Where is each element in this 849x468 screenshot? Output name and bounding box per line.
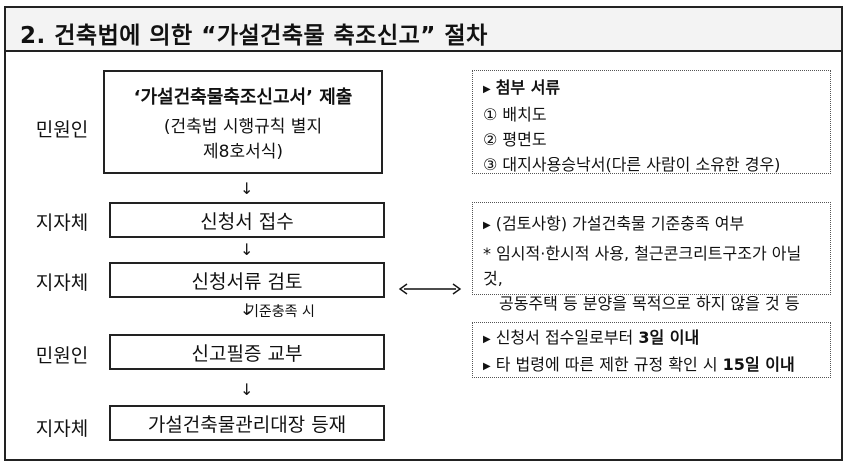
step-box-receive: 신청서 접수 (109, 202, 385, 238)
diagram-frame: 2. 건축법에 의한 “가설건축물 축조신고” 절차 (4, 6, 843, 461)
actor-label: 지자체 (35, 212, 89, 234)
actor-label: 지자체 (35, 272, 89, 294)
triangle-bullet-icon: ▶ (483, 220, 491, 231)
down-arrow: ↓ (240, 240, 254, 259)
double-arrow-icon (398, 283, 462, 295)
step-label: 신고필증 교부 (191, 342, 303, 365)
step-sublabel: (건축법 시행규칙 별지 (163, 117, 323, 137)
review-detail: 공동주택 등 분양을 목적으로 하지 않을 것 등 (499, 294, 800, 313)
deadline-value: 3일 이내 (638, 328, 700, 347)
down-arrow: ↓ (240, 179, 254, 198)
triangle-bullet-icon: ▶ (483, 361, 491, 372)
deadline-value: 15일 이내 (722, 355, 795, 374)
review-note: ▶ (검토사항) 가설건축물 기준충족 여부 * 임시적·한시적 사용, 철근콘크… (472, 202, 831, 313)
step-label: ‘가설건축물축조신고서’ 제출 (133, 87, 353, 108)
step-box-review: 신청서류 검토 (109, 262, 385, 298)
step-box-register: 가설건축물관리대장 등재 (109, 405, 385, 441)
step-label: 가설건축물관리대장 등재 (147, 413, 347, 436)
deadline-note: ▶ 신청서 접수일로부터 3일 이내 ▶ 타 법령에 따른 제한 규정 확인 시 1… (472, 322, 831, 378)
actor-label: 지자체 (35, 418, 89, 440)
down-arrow: ↓ (240, 300, 254, 319)
attachment-item: ③ 대지사용승낙서(다른 사람이 소유한 경우) (483, 155, 781, 174)
deadline-text: 타 법령에 따른 제한 규정 확인 시 (495, 355, 723, 374)
attachment-item: ① 배치도 (483, 105, 547, 124)
actor-label: 민원인 (35, 345, 89, 367)
step-box-issue: 신고필증 교부 (109, 334, 385, 370)
step-box-submit: ‘가설건축물축조신고서’ 제출 (건축법 시행규칙 별지 제8호서식) (103, 70, 383, 174)
title-bar: 2. 건축법에 의한 “가설건축물 축조신고” 절차 (6, 8, 841, 52)
note-heading: 첨부 서류 (495, 78, 561, 97)
condition-label: 기준충족 시 (246, 304, 315, 320)
page-title: 2. 건축법에 의한 “가설건축물 축조신고” 절차 (20, 23, 488, 49)
triangle-bullet-icon: ▶ (483, 84, 491, 95)
step-label: 신청서 접수 (200, 210, 294, 233)
down-arrow: ↓ (240, 380, 254, 399)
review-detail: * 임시적·한시적 사용, 철근콘크리트구조가 아닐 것, (483, 244, 802, 288)
step-label: 신청서류 검토 (191, 270, 303, 293)
attachments-note: ▶ 첨부 서류 ① 배치도 ② 평면도 ③ 대지사용승낙서(다른 사람이 소유한 … (472, 70, 831, 174)
actor-label: 민원인 (35, 119, 89, 141)
triangle-bullet-icon: ▶ (483, 334, 491, 345)
review-heading: (검토사항) 가설건축물 기준충족 여부 (495, 214, 745, 233)
attachment-item: ② 평면도 (483, 130, 547, 149)
step-sublabel: 제8호서식) (202, 142, 283, 162)
deadline-text: 신청서 접수일로부터 (495, 328, 639, 347)
